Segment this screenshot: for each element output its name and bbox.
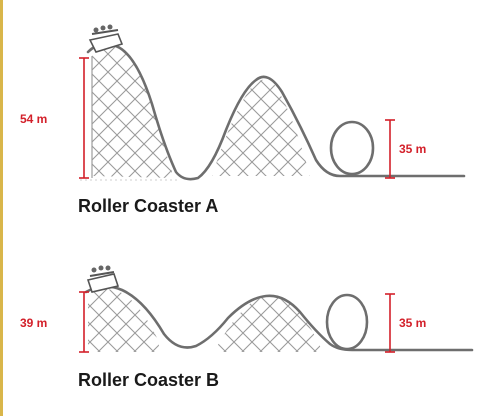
coaster-a-track [86, 42, 466, 181]
coaster-car-icon [88, 24, 124, 53]
coaster-a-start-height-label: 54 m [20, 112, 48, 126]
coaster-b-loop-height-marker [385, 293, 395, 353]
coaster-a-loop [329, 120, 375, 176]
coaster-b-loop-height-label: 35 m [399, 316, 427, 330]
coaster-a-loop-height-marker [385, 119, 395, 179]
coaster-car-icon [86, 265, 120, 293]
coaster-b-lattice [88, 289, 322, 352]
coaster-b-track [84, 285, 474, 352]
left-accent-rule [0, 0, 3, 416]
coaster-b-start-height-marker [79, 291, 89, 353]
coaster-a-start-height-marker [79, 57, 89, 179]
coaster-a-lattice [91, 45, 310, 178]
coaster-a-loop-height-label: 35 m [399, 142, 427, 156]
coaster-b-start-height-label: 39 m [20, 316, 48, 330]
coaster-b-drawing [79, 265, 474, 353]
coaster-b-title: Roller Coaster B [78, 370, 220, 390]
coaster-a-drawing [79, 24, 466, 181]
coaster-a-title: Roller Coaster A [78, 196, 219, 216]
coaster-b-loop [325, 293, 369, 351]
